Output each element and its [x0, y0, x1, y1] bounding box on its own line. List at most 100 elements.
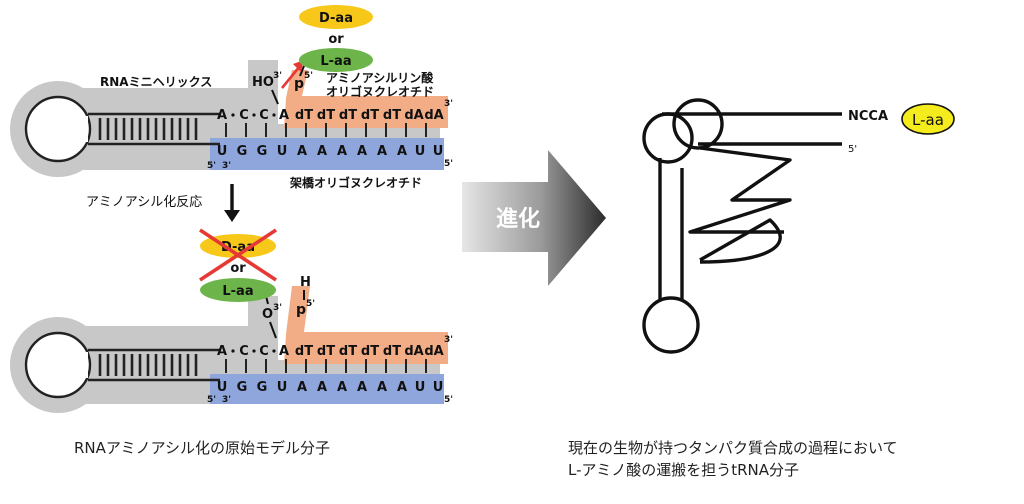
- bottom-p-label: p: [296, 302, 306, 318]
- top-p-sup: 5': [304, 71, 313, 81]
- top-blue-strand: [210, 138, 444, 170]
- bottom-nt-9: dT: [383, 344, 401, 359]
- top-end-5-right: 5': [444, 159, 453, 169]
- top-or-label: or: [328, 32, 344, 47]
- trna-d-arm: [658, 158, 684, 300]
- top-nt-1: A: [217, 108, 227, 123]
- top-nb-9: A: [377, 144, 387, 159]
- bottom-daa-ellipse: [200, 234, 276, 258]
- bottom-nb-11: U: [415, 380, 426, 395]
- top-nb-10: A: [397, 144, 407, 159]
- caption-right-line1: 現在の生物が持つタンパク質合成の過程において: [568, 439, 898, 457]
- bottom-o-sup: 3': [273, 303, 282, 313]
- top-pair-ticks: [98, 118, 198, 140]
- top-nb-7: A: [337, 144, 347, 159]
- bottom-nb-9: A: [377, 380, 387, 395]
- evolution-arrow-label: 進化: [496, 206, 540, 232]
- top-seq-pair-ticks: [225, 123, 427, 137]
- helix-label: RNAミニヘリックス: [100, 75, 212, 89]
- bottom-o-bond-down: [269, 321, 277, 339]
- bottom-nb-8: A: [357, 380, 367, 395]
- top-nt-8: dT: [361, 108, 379, 123]
- top-sequence-dots: [231, 113, 276, 117]
- bridge-label: 架橋オリゴヌクレオチド: [289, 175, 422, 190]
- top-molecule: A C C A dT dT dT dT dT dA dA U G G U A A…: [10, 5, 453, 190]
- top-nt-4: A: [279, 108, 289, 123]
- bottom-end-3-left: 3': [222, 395, 231, 405]
- bottom-nb-7: A: [337, 380, 347, 395]
- caption-right-line2: L-アミノ酸の運搬を担うtRNA分子: [568, 461, 799, 479]
- trna-structure: [642, 98, 842, 354]
- top-end-3: 3': [444, 99, 453, 109]
- bottom-loop-inner: [24, 331, 92, 399]
- bottom-nt-3: C: [259, 344, 269, 359]
- top-end-5-left: 5': [207, 161, 216, 171]
- bottom-nb-6: A: [317, 380, 327, 395]
- top-nt-5: dT: [295, 108, 313, 123]
- bottom-seq-pair-ticks: [225, 359, 427, 373]
- cross-line-2: [199, 228, 277, 282]
- top-orange-strand: [284, 70, 448, 128]
- bottom-nt-2: C: [239, 344, 249, 359]
- top-nb-4: U: [277, 144, 288, 159]
- bottom-pair-ticks: [98, 354, 198, 376]
- bottom-laa-label: L-aa: [222, 284, 253, 299]
- top-nt-11: dA: [424, 108, 443, 123]
- top-nt-6: dT: [317, 108, 335, 123]
- bottom-end-5-left: 5': [207, 395, 216, 405]
- trna-laa-label: L-aa: [912, 111, 944, 129]
- trna-end-5: 5': [848, 144, 857, 155]
- bottom-o-label: O: [262, 307, 273, 322]
- bottom-loop-gap: [68, 352, 88, 378]
- trna-ncca-label: NCCA: [848, 109, 888, 124]
- trna-crossing-arm: [699, 218, 782, 264]
- top-end-3-left: 3': [222, 161, 231, 171]
- top-loop-inner: [24, 95, 92, 163]
- top-nb-8: A: [357, 144, 367, 159]
- bottom-nb-12: U: [433, 380, 444, 395]
- top-laa-label: L-aa: [320, 54, 351, 69]
- top-nb-3: G: [257, 144, 268, 159]
- top-p-label: p: [294, 76, 304, 92]
- top-nb-5: A: [297, 144, 307, 159]
- bottom-nb-1: U: [217, 380, 228, 395]
- top-sequence-upper: A C C A dT dT dT dT dT dA dA: [217, 108, 444, 123]
- bottom-nt-5: dT: [295, 344, 313, 359]
- bottom-or-label: or: [230, 261, 246, 276]
- bottom-nb-2: G: [237, 380, 248, 395]
- bottom-end-3: 3': [444, 335, 453, 345]
- top-nb-12: U: [433, 144, 444, 159]
- oligo-label-line1: アミノアシルリン酸: [326, 70, 434, 85]
- top-nt-10: dA: [404, 108, 423, 123]
- bottom-molecule: A C C A dT dT dT dT dT dA dA U G G U A A…: [10, 228, 453, 413]
- top-ho-label: HO: [252, 75, 274, 90]
- bottom-sequence-lower: U G G U A A A A A A U U: [217, 380, 444, 395]
- trna-laa-ellipse: [901, 103, 955, 135]
- bottom-p-sup: 5': [306, 299, 315, 309]
- top-nb-11: U: [415, 144, 426, 159]
- top-daa-label: D-aa: [319, 11, 353, 26]
- top-nb-6: A: [317, 144, 327, 159]
- bottom-nt-11: dA: [424, 344, 443, 359]
- bottom-nb-4: U: [277, 380, 288, 395]
- trna-d-loop: [642, 112, 694, 164]
- reaction-arrowhead: [224, 210, 240, 222]
- top-nb-1: U: [217, 144, 228, 159]
- evolution-arrow-shape: [462, 150, 606, 286]
- top-nt-7: dT: [339, 108, 357, 123]
- bottom-nt-10: dA: [404, 344, 423, 359]
- bottom-nb-10: A: [397, 380, 407, 395]
- top-ho-bond: [271, 89, 279, 105]
- top-red-arrow: [280, 65, 302, 89]
- top-nt-9: dT: [383, 108, 401, 123]
- top-loop-gap: [68, 116, 88, 142]
- bottom-nb-3: G: [257, 380, 268, 395]
- top-laa-ellipse: [299, 48, 373, 72]
- top-p-bond: [299, 65, 305, 77]
- top-nt-2: C: [239, 108, 249, 123]
- bottom-orange-strand: [284, 286, 448, 364]
- top-sequence-lower: U G G U A A A A A A U U: [217, 144, 444, 159]
- reaction-label: アミノアシル化反応: [86, 195, 202, 210]
